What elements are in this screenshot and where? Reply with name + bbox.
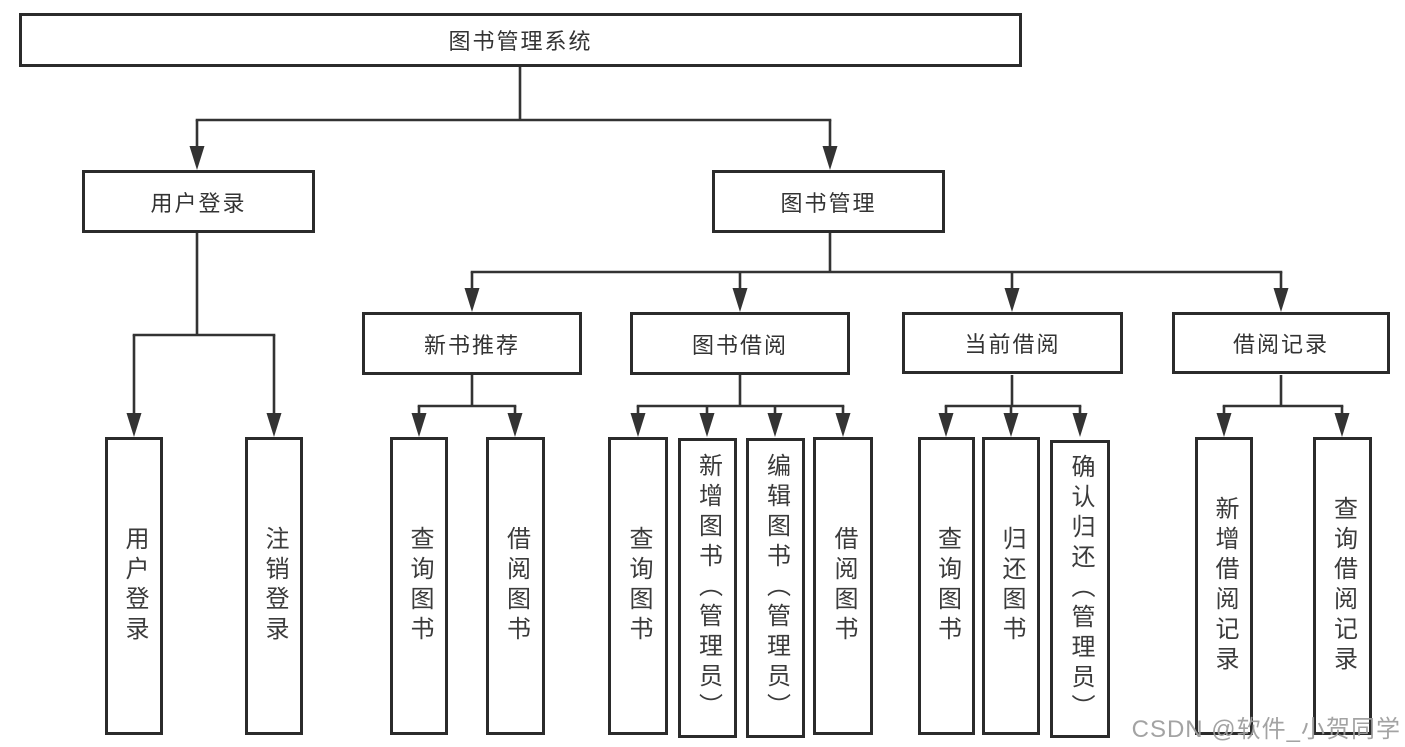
leaf-bb-borrow-books: 借阅图书 [813, 437, 873, 735]
leaf-cb-query-books-label: 查询图书 [933, 526, 961, 646]
leaf-bb-query-books-label: 查询图书 [625, 526, 652, 646]
leaf-cb-return-books: 归还图书 [982, 437, 1040, 735]
leaf-cb-return-books-label: 归还图书 [998, 526, 1025, 646]
node-borrowing-records: 借阅记录 [1172, 312, 1390, 374]
leaf-br-query-record: 查询借阅记录 [1313, 437, 1372, 735]
node-new-book-recommendation: 新书推荐 [362, 312, 582, 375]
leaf-nb-borrow-books-label: 借阅图书 [502, 526, 530, 646]
node-borrowing-records-label: 借阅记录 [1232, 332, 1329, 357]
node-book-management-system: 图书管理系统 [19, 13, 1022, 67]
leaf-bb-add-books-admin-label: 新增图书（管理员） [694, 453, 722, 723]
node-book-borrowing-label: 图书借阅 [691, 332, 788, 358]
node-user-login-label: 用户登录 [150, 190, 247, 216]
leaf-br-add-record-label: 新增借阅记录 [1211, 496, 1238, 676]
node-book-management-system-label: 图书管理系统 [448, 29, 593, 54]
leaf-user-login: 用户登录 [105, 437, 163, 735]
leaf-bb-query-books: 查询图书 [608, 437, 668, 735]
node-current-borrowing-label: 当前借阅 [964, 332, 1061, 357]
leaf-cb-confirm-return-admin-label: 确认归还（管理员） [1067, 454, 1094, 724]
leaf-nb-borrow-books: 借阅图书 [486, 437, 545, 735]
node-book-management: 图书管理 [712, 170, 945, 233]
node-user-login: 用户登录 [82, 170, 315, 233]
leaf-bb-add-books-admin: 新增图书（管理员） [678, 438, 737, 738]
leaf-nb-query-books-label: 查询图书 [406, 526, 433, 646]
leaf-bb-borrow-books-label: 借阅图书 [830, 526, 857, 646]
watermark: CSDN @软件_小贺同学 [1131, 716, 1401, 743]
node-current-borrowing: 当前借阅 [902, 312, 1123, 374]
leaf-bb-edit-books-admin-label: 编辑图书（管理员） [762, 453, 790, 723]
leaf-logout-label: 注销登录 [261, 526, 288, 646]
leaf-cb-query-books: 查询图书 [918, 437, 975, 735]
leaf-br-add-record: 新增借阅记录 [1195, 437, 1253, 735]
node-new-book-recommendation-label: 新书推荐 [423, 332, 520, 358]
leaf-br-query-record-label: 查询借阅记录 [1329, 496, 1357, 676]
leaf-user-login-label: 用户登录 [121, 526, 148, 646]
node-book-management-label: 图书管理 [780, 190, 877, 216]
leaf-cb-confirm-return-admin: 确认归还（管理员） [1050, 440, 1110, 738]
leaf-logout: 注销登录 [245, 437, 303, 735]
leaf-bb-edit-books-admin: 编辑图书（管理员） [746, 438, 805, 738]
leaf-nb-query-books: 查询图书 [390, 437, 448, 735]
node-book-borrowing: 图书借阅 [630, 312, 850, 375]
